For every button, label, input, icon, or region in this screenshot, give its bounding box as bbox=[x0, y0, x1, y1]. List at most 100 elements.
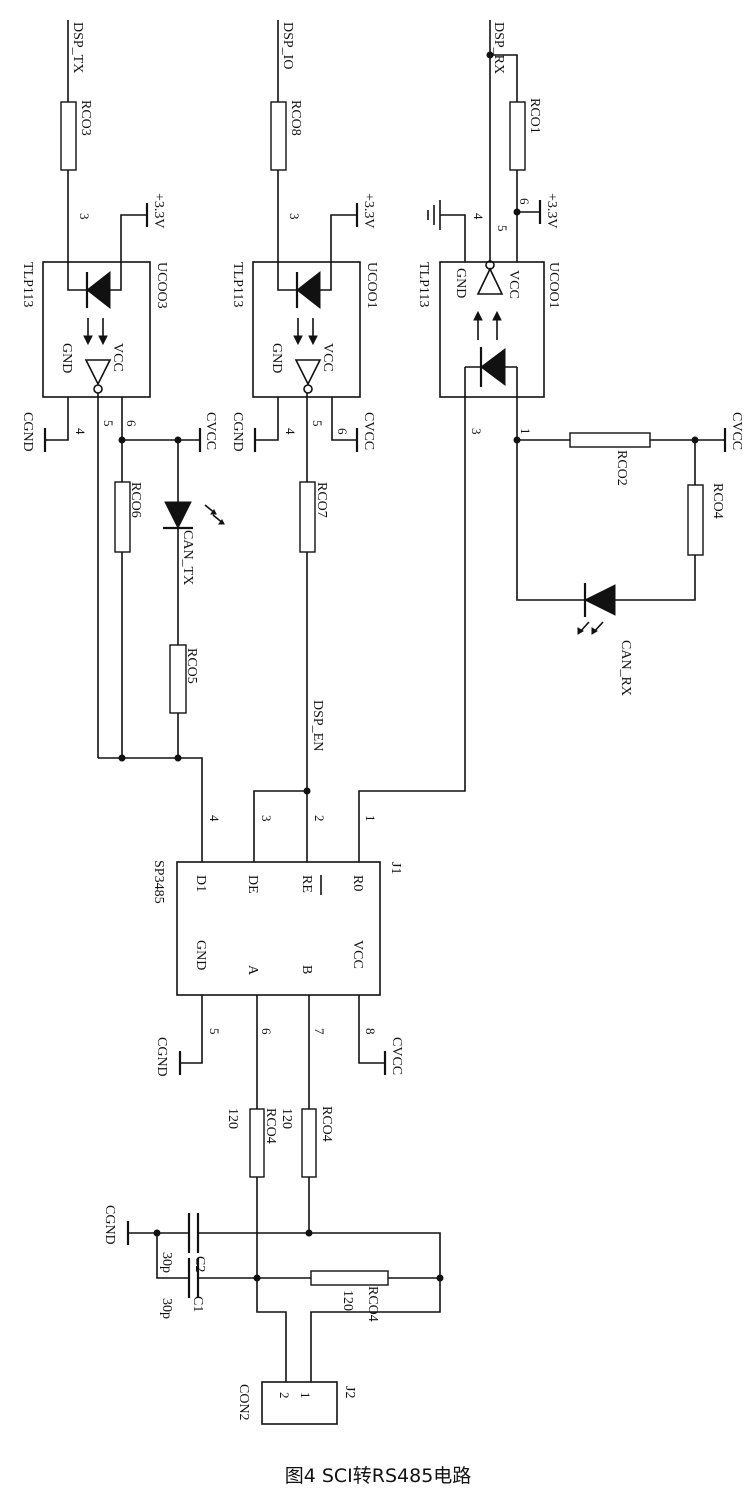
connector-ref-label: J2 bbox=[342, 1386, 357, 1398]
net-label-cvcc: CVCC bbox=[361, 412, 376, 450]
capacitor-label-c2: C2 bbox=[192, 1256, 207, 1272]
resistor-rco7 bbox=[299, 481, 316, 553]
capacitor-value: 30p bbox=[159, 1298, 174, 1319]
resistor-rco3 bbox=[60, 101, 77, 171]
pin-number: 6 bbox=[335, 428, 350, 435]
optocoupler-ucoo1-rx-circuit: DSP_RX RCO1 +3.3V UCOO1 TLP113 GND VCC 4… bbox=[358, 20, 744, 862]
resistor-rco4-a bbox=[249, 1108, 265, 1178]
opto-vcc-label: VCC bbox=[320, 343, 335, 372]
opto-vcc-label: VCC bbox=[110, 343, 125, 372]
opto-ref-label: UCOO3 bbox=[154, 262, 169, 309]
optocoupler-ucoo3-circuit: DSP_TX RCO3 3 +3.3V UCOO3 TLP113 GND VCC… bbox=[20, 20, 225, 862]
net-label-cvcc: CVCC bbox=[203, 412, 218, 450]
buffer-icon bbox=[476, 267, 504, 295]
opto-vcc-label: VCC bbox=[506, 270, 521, 299]
resistor-rco8 bbox=[270, 101, 287, 171]
resistor-rco1 bbox=[509, 101, 526, 171]
connector-pin-2: 2 bbox=[277, 1392, 292, 1399]
net-label-can-tx: CAN_TX bbox=[180, 530, 195, 585]
pin-name-de: DE bbox=[245, 875, 260, 894]
resistor-rco2 bbox=[569, 432, 651, 448]
net-label-can-rx: CAN_RX bbox=[618, 640, 633, 696]
resistor-rco4 bbox=[687, 484, 704, 556]
led-diode-icon bbox=[86, 270, 111, 310]
pin-number: 3 bbox=[259, 815, 274, 822]
pin-number: 5 bbox=[101, 420, 116, 427]
opto-part-label: TLP113 bbox=[416, 262, 431, 307]
resistor-label-rco8: RCO8 bbox=[288, 100, 303, 136]
opto-ref-label: UCOO1 bbox=[364, 262, 379, 309]
led-diode-icon bbox=[296, 270, 321, 310]
net-label-dsp-en: DSP_EN bbox=[310, 700, 325, 751]
can-rx-led-icon bbox=[577, 583, 616, 635]
pin-number: 5 bbox=[207, 1028, 222, 1035]
pin-number: 4 bbox=[207, 815, 222, 822]
resistor-value: 120 bbox=[225, 1108, 240, 1129]
pin-name-d1: D1 bbox=[193, 875, 208, 892]
resistor-label-rco7: RCO7 bbox=[314, 482, 329, 518]
buffer-icon bbox=[84, 359, 112, 386]
net-label-cvcc: CVCC bbox=[729, 412, 744, 450]
pin-number: 1 bbox=[363, 815, 378, 822]
pin-number: 6 bbox=[517, 198, 532, 205]
opto-part-label: TLP113 bbox=[230, 262, 245, 307]
led-diode-icon bbox=[480, 348, 506, 386]
net-label-cgnd: CGND bbox=[102, 1205, 117, 1245]
power-label-3v3: +3.3V bbox=[544, 193, 559, 229]
opto-ref-label: UCOO1 bbox=[546, 262, 561, 309]
light-arrows-icon bbox=[473, 310, 502, 340]
connector-pin-1: 1 bbox=[298, 1392, 313, 1399]
pin-name-vcc: VCC bbox=[350, 940, 365, 969]
resistor-label-rco4: RCO4 bbox=[319, 1106, 334, 1142]
pin-number: 3 bbox=[287, 213, 302, 220]
resistor-label-rco1: RCO1 bbox=[527, 98, 542, 134]
capacitor-value: 30p bbox=[159, 1252, 174, 1273]
optocoupler-ucoo1-io-circuit: DSP_IO RCO8 3 +3.3V UCOO1 TLP113 GND VCC… bbox=[230, 20, 379, 862]
connector-part-label: CON2 bbox=[236, 1384, 251, 1421]
resistor-value: 120 bbox=[340, 1290, 355, 1311]
opto-gnd-label: GND bbox=[453, 268, 468, 298]
connector-j2 bbox=[261, 1381, 338, 1425]
opto-gnd-label: GND bbox=[59, 343, 74, 373]
ground-icon bbox=[427, 200, 441, 230]
net-label-cgnd: CGND bbox=[20, 412, 35, 452]
pin-number: 3 bbox=[77, 213, 92, 220]
pin-number: 8 bbox=[363, 1028, 378, 1035]
sp3485-chip bbox=[176, 861, 381, 996]
net-label-dsp-rx: DSP_RX bbox=[491, 22, 506, 74]
pin-number: 1 bbox=[518, 428, 533, 435]
pin-number: 3 bbox=[469, 428, 484, 435]
net-label-dsp-tx: DSP_TX bbox=[70, 22, 85, 73]
chip-part-label: SP3485 bbox=[151, 860, 166, 904]
resistor-value: 120 bbox=[279, 1108, 294, 1129]
pin-number: 2 bbox=[312, 815, 327, 822]
pin-number: 7 bbox=[312, 1028, 327, 1035]
pin-number: 4 bbox=[471, 213, 486, 220]
pin-name-b: B bbox=[299, 965, 314, 974]
capacitor-c2 bbox=[187, 1213, 200, 1253]
resistor-label-rco4: RCO4 bbox=[263, 1108, 278, 1144]
pin-name-a: A bbox=[245, 965, 260, 976]
pin-number: 5 bbox=[495, 225, 510, 232]
pin-number: 6 bbox=[259, 1028, 274, 1035]
buffer-icon bbox=[294, 359, 322, 386]
resistor-label-rco2: RCO2 bbox=[614, 450, 629, 486]
pin-name-gnd: GND bbox=[193, 940, 208, 970]
transceiver-j1: SP3485 J1 D1 DE RE R0 GND A B VCC 4 3 2 … bbox=[151, 815, 404, 1109]
opto-gnd-label: GND bbox=[269, 343, 284, 373]
power-label-3v3: +3.3V bbox=[151, 193, 166, 229]
capacitor-c1 bbox=[187, 1258, 200, 1298]
resistor-rco5 bbox=[169, 644, 187, 714]
pin-number: 4 bbox=[283, 428, 298, 435]
light-arrows-icon bbox=[293, 318, 318, 346]
net-label-cgnd: CGND bbox=[230, 412, 245, 452]
resistor-label-rco3: RCO3 bbox=[78, 100, 93, 136]
light-arrows-icon bbox=[83, 318, 108, 346]
pin-name-r0: R0 bbox=[350, 875, 365, 891]
bus-termination: 120 RCO4 120 RCO4 CGND C2 30p C1 30p RCO… bbox=[102, 1106, 444, 1425]
capacitor-label-c1: C1 bbox=[190, 1296, 205, 1312]
power-label-3v3: +3.3V bbox=[361, 193, 376, 229]
resistor-rco4-c bbox=[310, 1270, 389, 1286]
can-tx-led-icon bbox=[163, 501, 225, 530]
